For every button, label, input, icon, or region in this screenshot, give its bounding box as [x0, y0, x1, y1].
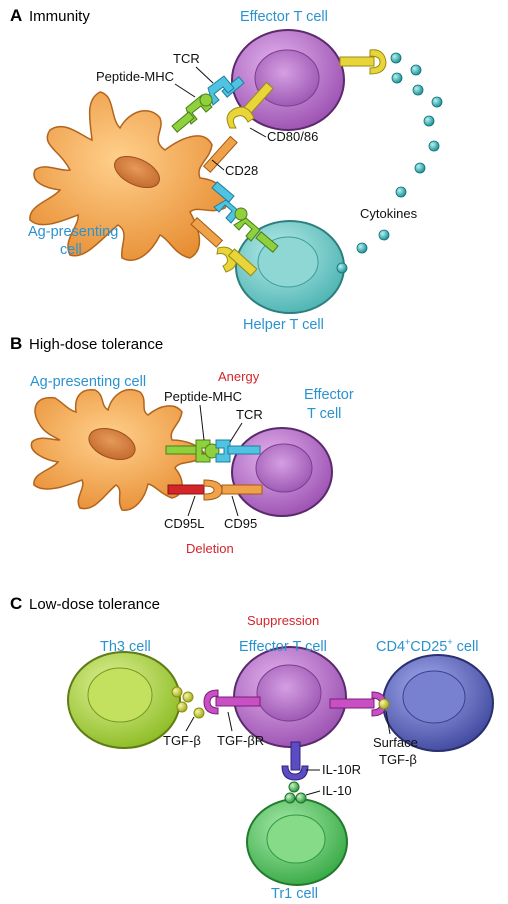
panel-b-letter: B	[10, 334, 22, 353]
effector-cell-b	[231, 427, 333, 517]
leader-tgfbr	[227, 711, 233, 732]
label-peptide-mhc-a: Peptide-MHC	[96, 69, 174, 84]
label-apc-a-line1: Ag-presenting	[28, 224, 118, 240]
tcr-mhc-complex-a1	[171, 75, 245, 133]
il10-dots	[284, 781, 307, 804]
label-cd25-sup: +	[447, 637, 452, 647]
apc-cell-b	[30, 389, 206, 511]
panel-c-title: Low-dose tolerance	[29, 596, 160, 613]
panel-b: B High-dose tolerance Ag-presenting ce	[10, 334, 354, 556]
label-tgfb: TGF-β	[163, 733, 201, 748]
label-anergy: Anergy	[218, 369, 260, 384]
tgfb-receptor-left	[203, 689, 261, 715]
tgfb-receptor-right	[329, 691, 390, 717]
tcr-mhc-complex-a2	[211, 181, 279, 253]
panel-c-letter: C	[10, 594, 22, 613]
label-deletion: Deletion	[186, 541, 234, 556]
label-effector-b-line1: Effector	[304, 387, 354, 403]
label-surface-line2: TGF-β	[379, 752, 417, 767]
label-effector-c: Effector T cell	[239, 639, 327, 655]
label-effector-b-line2: T cell	[307, 406, 341, 422]
label-th3: Th3 cell	[100, 639, 151, 655]
label-cd28: CD28	[225, 163, 258, 178]
label-il10: IL-10	[322, 783, 352, 798]
costim-complex-a	[202, 81, 274, 173]
leader-tgfb	[185, 716, 195, 732]
leader-cd28	[211, 159, 225, 171]
panel-a-title: Immunity	[29, 8, 90, 25]
apc-cell-a	[29, 91, 228, 261]
panel-c: C Low-dose tolerance	[10, 594, 494, 902]
leader-il10	[305, 790, 321, 796]
cytokine-receptor-a	[339, 49, 387, 75]
label-tcr-a: TCR	[173, 51, 200, 66]
leader-peptide-mhc-a	[174, 83, 196, 98]
panel-a: A Immunity	[10, 6, 443, 333]
label-cd4-sup: +	[405, 637, 410, 647]
label-apc-b: Ag-presenting cell	[30, 374, 146, 390]
costim-complex-a2	[190, 216, 258, 277]
label-apc-a-line2: cell	[60, 242, 82, 258]
label-cd95l: CD95L	[164, 516, 204, 531]
tcr-mhc-complex-b	[165, 439, 261, 463]
cytokine-dots	[336, 52, 443, 274]
label-cd25-prefix: CD25	[410, 639, 447, 655]
il10-receptor	[281, 741, 309, 781]
label-tcr-b: TCR	[236, 407, 263, 422]
label-cytokines: Cytokines	[360, 206, 418, 221]
label-cd4cd25: CD4+CD25+ cell	[376, 637, 478, 655]
label-tgfbr: TGF-βR	[217, 733, 264, 748]
label-cd80-86: CD80/86	[267, 129, 318, 144]
effector-cell-c	[233, 646, 347, 748]
label-cd95: CD95	[224, 516, 257, 531]
label-cd4-prefix: CD4	[376, 639, 405, 655]
leader-cd95l	[187, 495, 196, 517]
leader-tcr-a	[195, 66, 214, 84]
leader-peptide-mhc-b	[199, 404, 205, 441]
leader-tcr-b	[229, 422, 243, 443]
label-tr1: Tr1 cell	[271, 886, 318, 902]
label-peptide-mhc-b: Peptide-MHC	[164, 389, 242, 404]
cd4cd25-cell	[382, 654, 494, 752]
label-effector-a: Effector T cell	[240, 9, 328, 25]
label-il10r: IL-10R	[322, 762, 361, 777]
label-surface-line1: Surface	[373, 735, 418, 750]
tgfb-dots	[171, 686, 205, 719]
leader-cd80-86	[249, 127, 267, 138]
label-suppression: Suppression	[247, 613, 319, 628]
leader-surface-tgfb	[385, 710, 391, 735]
cd95-complex	[167, 479, 263, 501]
label-cd4-suffix: cell	[453, 639, 479, 655]
th3-cell	[67, 651, 181, 749]
panel-a-letter: A	[10, 6, 22, 25]
panel-b-title: High-dose tolerance	[29, 336, 163, 353]
effector-cell-a	[231, 29, 345, 131]
tr1-cell	[246, 798, 348, 886]
leader-cd95	[231, 495, 239, 517]
label-helper: Helper T cell	[243, 317, 324, 333]
